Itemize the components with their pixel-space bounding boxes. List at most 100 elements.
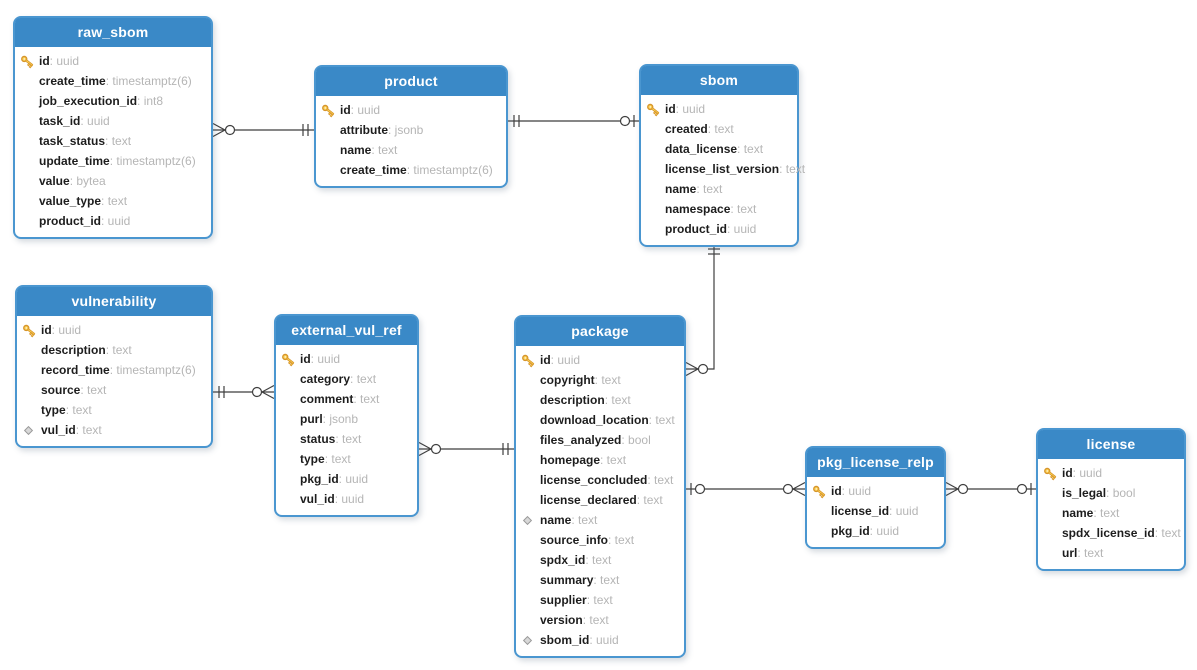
table-title[interactable]: pkg_license_relp bbox=[807, 448, 944, 477]
crow-foot-marker bbox=[261, 384, 275, 393]
no-icon bbox=[20, 214, 39, 229]
table-title[interactable]: license bbox=[1038, 430, 1184, 459]
field-type: : text bbox=[594, 373, 621, 387]
field-name: license_concluded bbox=[540, 473, 648, 487]
field-type: : text bbox=[65, 403, 92, 417]
table-title[interactable]: package bbox=[516, 317, 684, 346]
field-name: homepage bbox=[540, 453, 601, 467]
field-row-name: name : text bbox=[516, 510, 684, 530]
field-name: download_location bbox=[540, 413, 649, 427]
field-row-is_legal: is_legal : bool bbox=[1038, 483, 1184, 503]
table-raw_sbom[interactable]: raw_sbom id : uuid create_time : timesta… bbox=[13, 16, 213, 239]
table-field-list: id : uuid is_legal : bool name : text sp… bbox=[1038, 459, 1184, 569]
field-name: id bbox=[300, 352, 311, 366]
field-type: : timestamptz(6) bbox=[105, 74, 192, 88]
table-field-list: id : uuid attribute : jsonb name : text … bbox=[316, 96, 506, 186]
field-row-license_id: license_id : uuid bbox=[807, 501, 944, 521]
field-name: copyright bbox=[540, 373, 595, 387]
field-row-type: type : text bbox=[17, 400, 211, 420]
key-icon bbox=[282, 353, 295, 366]
field-type: : int8 bbox=[137, 94, 164, 108]
field-row-type: type : text bbox=[276, 449, 417, 469]
key-icon bbox=[812, 484, 831, 499]
field-type: : uuid bbox=[101, 214, 131, 228]
field-row-id: id : uuid bbox=[17, 320, 211, 340]
field-row-update_time: update_time : timestamptz(6) bbox=[15, 151, 211, 171]
field-type: : timestamptz(6) bbox=[109, 154, 196, 168]
field-name: name bbox=[665, 182, 697, 196]
field-name: license_list_version bbox=[665, 162, 780, 176]
field-row-license_concluded: license_concluded : text bbox=[516, 470, 684, 490]
table-sbom[interactable]: sbom id : uuid created : text data_licen… bbox=[639, 64, 805, 247]
field-type: : text bbox=[350, 372, 377, 386]
field-name: spdx_license_id bbox=[1062, 526, 1155, 540]
field-type: : jsonb bbox=[388, 123, 424, 137]
key-icon bbox=[21, 55, 34, 68]
field-row-comment: comment : text bbox=[276, 389, 417, 409]
relationship-line-sbom-package[interactable] bbox=[686, 243, 715, 370]
no-icon bbox=[321, 123, 340, 138]
field-type: : uuid bbox=[338, 472, 369, 486]
table-pkg_license_relp[interactable]: pkg_license_relp id : uuid license_id : … bbox=[805, 446, 946, 549]
field-type: : text bbox=[730, 202, 757, 216]
field-name: type bbox=[300, 452, 325, 466]
zero-circle-marker bbox=[619, 115, 631, 127]
diamond-icon bbox=[521, 633, 540, 648]
field-row-id: id : uuid bbox=[1038, 463, 1184, 483]
table-package[interactable]: package id : uuid copyright : text descr… bbox=[514, 315, 686, 658]
field-name: description bbox=[540, 393, 605, 407]
field-type: : text bbox=[1077, 546, 1104, 560]
field-type: : text bbox=[636, 493, 663, 507]
key-icon bbox=[281, 352, 300, 367]
table-title[interactable]: raw_sbom bbox=[15, 18, 211, 47]
field-type: : text bbox=[707, 122, 734, 136]
field-type: : text bbox=[647, 473, 674, 487]
field-name: id bbox=[665, 102, 676, 116]
no-icon bbox=[20, 174, 39, 189]
field-row-supplier: supplier : text bbox=[516, 590, 684, 610]
field-row-license_list_version: license_list_version : text bbox=[641, 159, 805, 179]
field-type: : text bbox=[324, 452, 351, 466]
table-vulnerability[interactable]: vulnerability id : uuid description : te… bbox=[15, 285, 213, 448]
field-row-namespace: namespace : text bbox=[641, 199, 797, 219]
field-type: : text bbox=[648, 413, 675, 427]
table-field-list: id : uuid license_id : uuid pkg_id : uui… bbox=[807, 477, 944, 547]
field-type: : uuid bbox=[51, 323, 82, 337]
field-name: id bbox=[831, 484, 842, 498]
field-row-product_id: product_id : uuid bbox=[641, 219, 797, 239]
key-icon bbox=[1044, 467, 1057, 480]
table-product[interactable]: product id : uuid attribute : jsonb name… bbox=[314, 65, 508, 188]
no-icon bbox=[521, 613, 540, 628]
no-icon bbox=[321, 163, 340, 178]
table-title[interactable]: vulnerability bbox=[17, 287, 211, 316]
field-type: : text bbox=[571, 513, 598, 527]
field-type: : uuid bbox=[310, 352, 341, 366]
zero-circle-marker bbox=[251, 386, 263, 398]
field-type: : text bbox=[604, 393, 631, 407]
field-row-value_type: value_type : text bbox=[15, 191, 211, 211]
crow-foot-marker bbox=[261, 391, 275, 400]
field-type: : uuid bbox=[49, 54, 80, 68]
table-title[interactable]: external_vul_ref bbox=[276, 316, 417, 345]
field-name: category bbox=[300, 372, 351, 386]
field-row-record_time: record_time : timestamptz(6) bbox=[17, 360, 211, 380]
field-row-license_declared: license_declared : text bbox=[516, 490, 684, 510]
zero-circle-marker bbox=[430, 443, 442, 455]
field-row-id: id : uuid bbox=[316, 100, 506, 120]
table-title[interactable]: product bbox=[316, 67, 506, 96]
field-name: product_id bbox=[665, 222, 727, 236]
key-icon bbox=[522, 354, 535, 367]
table-external_vul_ref[interactable]: external_vul_ref id : uuid category : te… bbox=[274, 314, 419, 517]
table-title[interactable]: sbom bbox=[641, 66, 797, 95]
no-icon bbox=[1043, 546, 1062, 561]
no-icon bbox=[22, 383, 41, 398]
field-row-description: description : text bbox=[516, 390, 684, 410]
field-type: : bool bbox=[621, 433, 651, 447]
field-name: name bbox=[540, 513, 572, 527]
no-icon bbox=[281, 432, 300, 447]
no-icon bbox=[321, 143, 340, 158]
field-type: : text bbox=[101, 194, 128, 208]
table-license[interactable]: license id : uuid is_legal : bool name :… bbox=[1036, 428, 1186, 571]
field-type: : text bbox=[105, 343, 132, 357]
